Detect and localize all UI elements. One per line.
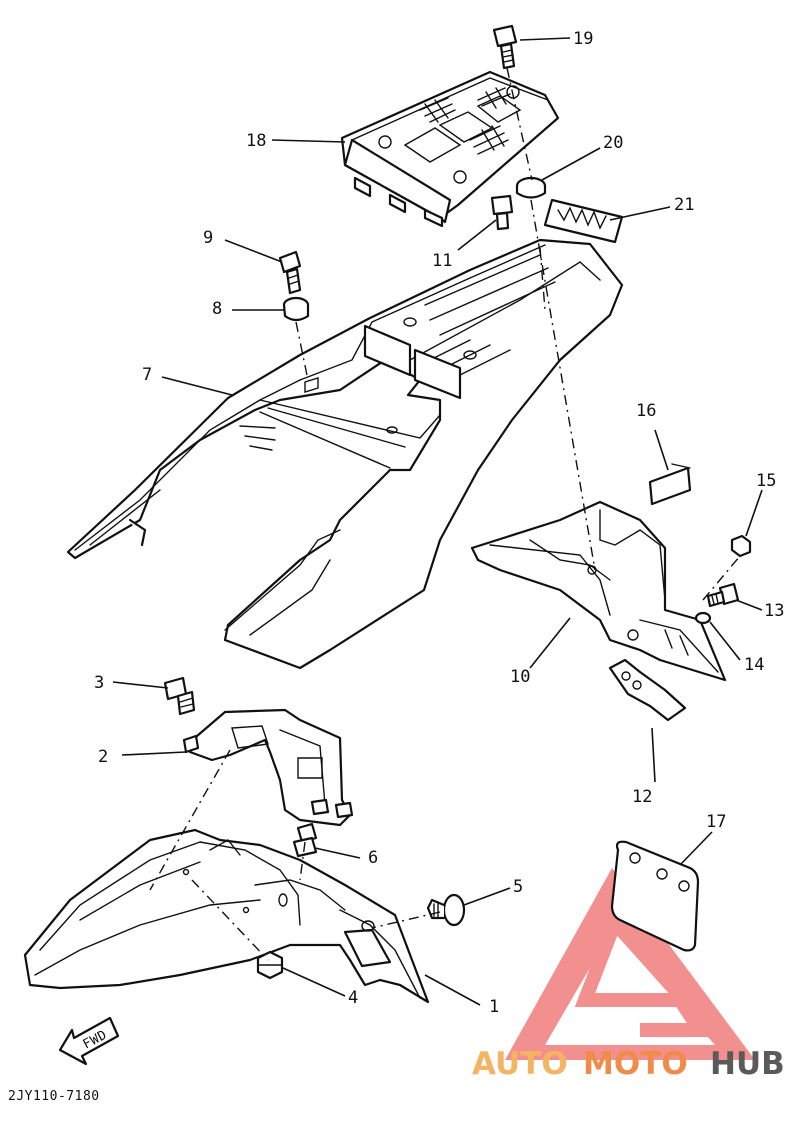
watermark-wordmark: AUTO MOTO HUB xyxy=(472,1046,785,1082)
label-part-2: 2 xyxy=(98,747,108,767)
label-part-13: 13 xyxy=(764,601,784,621)
label-part-6: 6 xyxy=(368,848,378,868)
part-18-carrier xyxy=(340,70,560,228)
label-part-18: 18 xyxy=(246,131,266,151)
watermark-brand-moto: MOTO xyxy=(583,1046,688,1082)
label-part-1: 1 xyxy=(489,997,499,1017)
watermark-brand-auto: AUTO xyxy=(472,1046,568,1082)
part-3-bolt xyxy=(163,676,196,716)
part-11-bolt xyxy=(490,194,514,231)
part-21-label xyxy=(543,198,624,244)
part-6-bolt xyxy=(292,822,318,858)
carrier-grille-pattern xyxy=(419,87,511,155)
part-9-bolt xyxy=(278,250,302,295)
leader-lines xyxy=(112,37,763,1006)
part-13-bolt xyxy=(706,582,740,608)
part-17-plate xyxy=(610,840,700,952)
part-4-nut xyxy=(256,950,284,980)
part-15-nut xyxy=(730,534,752,558)
label-part-19: 19 xyxy=(573,29,593,49)
label-part-12: 12 xyxy=(632,787,652,807)
part-8-grommet xyxy=(282,296,310,322)
label-part-10: 10 xyxy=(510,667,530,687)
label-part-14: 14 xyxy=(744,655,764,675)
part-14-washer xyxy=(694,611,712,625)
label-part-4: 4 xyxy=(348,988,358,1008)
label-part-21: 21 xyxy=(674,195,694,215)
part-20-grommet xyxy=(515,176,547,199)
watermark-brand-hub: HUB xyxy=(710,1046,785,1082)
label-part-17: 17 xyxy=(706,812,726,832)
label-part-7: 7 xyxy=(142,365,152,385)
label-part-3: 3 xyxy=(94,673,104,693)
label-part-5: 5 xyxy=(513,877,523,897)
assembly-lines xyxy=(149,67,741,961)
label-part-15: 15 xyxy=(756,471,776,491)
part-2-stay-bracket xyxy=(182,708,354,827)
part-19-bolt xyxy=(492,24,518,70)
label-part-11: 11 xyxy=(432,251,452,271)
label-part-8: 8 xyxy=(212,299,222,319)
drawing-code: 2JY110-7180 xyxy=(8,1089,100,1104)
label-part-20: 20 xyxy=(603,133,623,153)
part-number-labels: 1 2 3 4 5 6 7 8 9 10 11 12 13 14 15 16 1… xyxy=(94,29,784,1017)
part-12-bracket xyxy=(608,658,687,722)
part-16-reflector xyxy=(648,463,692,506)
part-5-grommet xyxy=(426,893,466,927)
fwd-direction-arrow: FWD xyxy=(58,1016,120,1066)
part-7-seat-cowl xyxy=(66,238,624,670)
label-part-9: 9 xyxy=(203,228,213,248)
part-10-rear-fender xyxy=(470,500,727,682)
watermark-logo-triangle xyxy=(505,868,755,1060)
label-part-16: 16 xyxy=(636,401,656,421)
